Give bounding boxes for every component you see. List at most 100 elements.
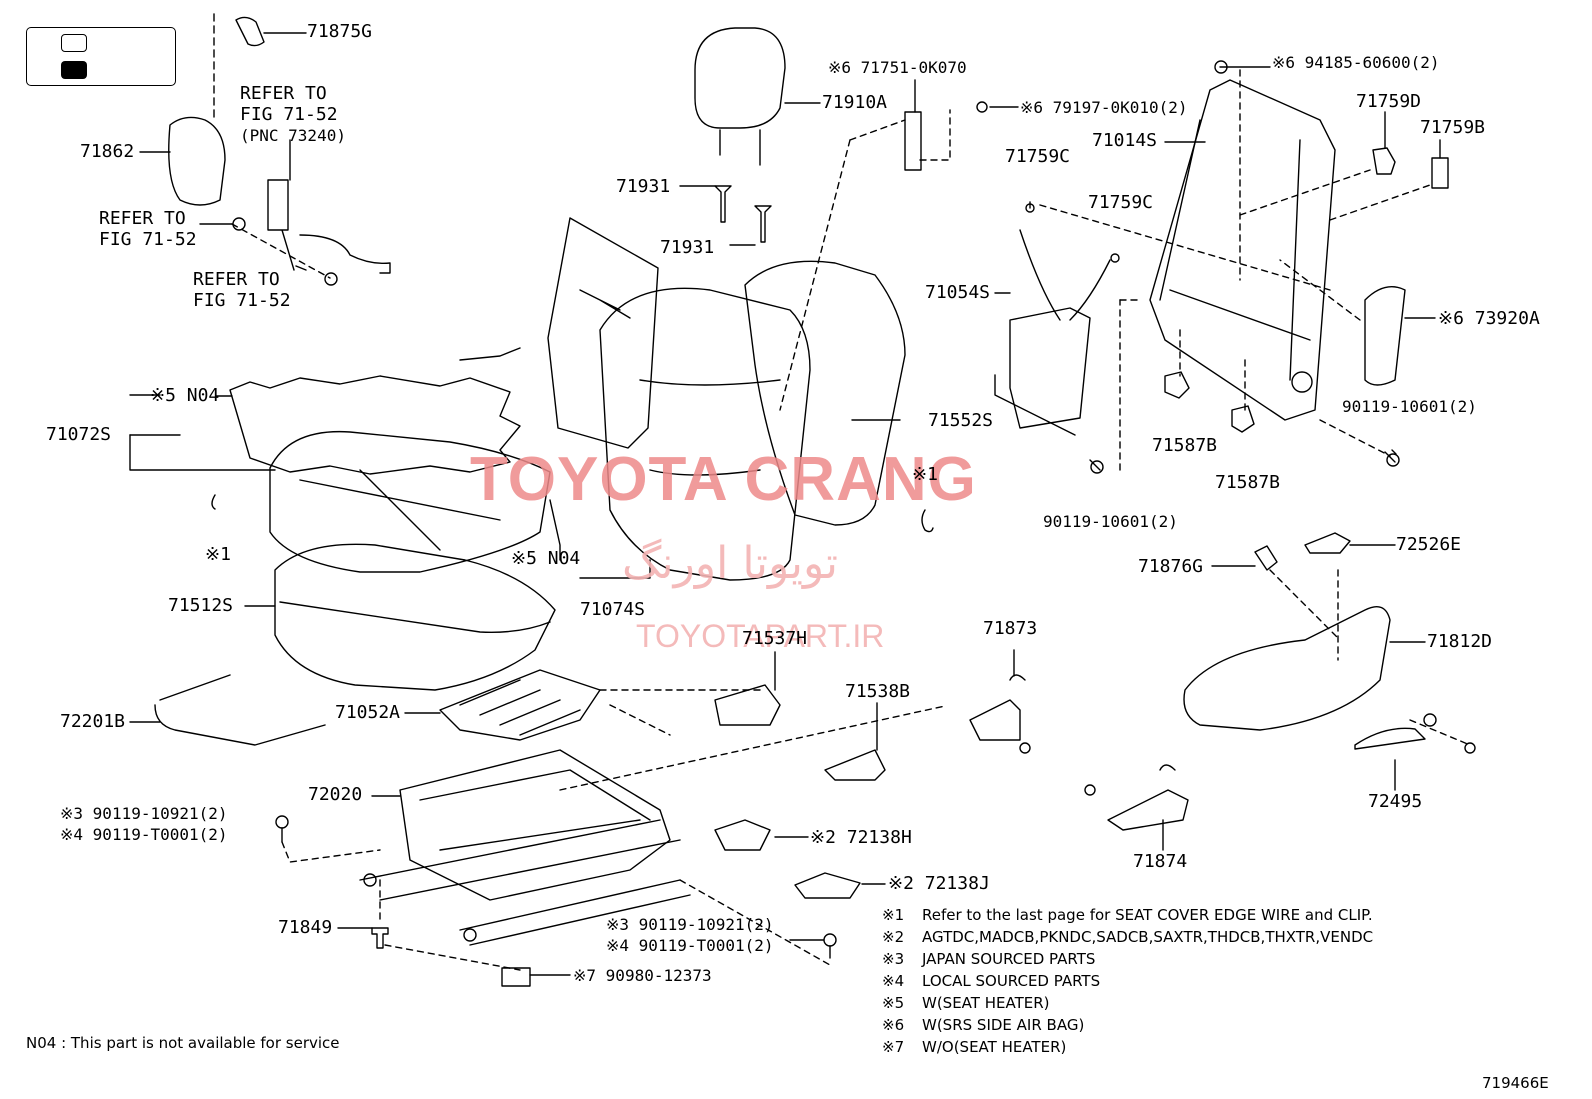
label-72495: 72495 bbox=[1368, 791, 1423, 812]
watermark-brand: TOYOTA CRANG bbox=[470, 445, 977, 514]
label-71931-2: 71931 bbox=[660, 237, 715, 258]
label-71759c-1: 71759C bbox=[1005, 146, 1071, 167]
label-90119-10601-right: 90119-10601(2) bbox=[1342, 397, 1477, 416]
legend-filled-icon bbox=[61, 61, 87, 79]
side-shield-icon bbox=[1183, 606, 1391, 731]
label-72020: 72020 bbox=[308, 784, 363, 805]
label-71052a: 71052A bbox=[335, 702, 401, 723]
label-72201b: 72201B bbox=[60, 711, 126, 732]
part-71587b-icon-2 bbox=[1231, 405, 1255, 433]
label-71587b-2: 71587B bbox=[1215, 472, 1281, 493]
note-3-text: JAPAN SOURCED PARTS bbox=[922, 950, 1096, 968]
label-71759c-2: 71759C bbox=[1088, 192, 1154, 213]
headrest-guide-icon-1 bbox=[714, 185, 732, 223]
part-71874-icon bbox=[1107, 789, 1189, 831]
label-79197-0k010: ※6 79197-0K010(2) bbox=[1020, 98, 1188, 117]
label-90119-10921-b: ※3 90119-10921(2) bbox=[606, 915, 774, 934]
label-refer-to-2: REFER TO bbox=[99, 208, 186, 229]
label-71587b-1: 71587B bbox=[1152, 435, 1218, 456]
label-71874: 71874 bbox=[1133, 851, 1188, 872]
legend-open-icon bbox=[61, 34, 87, 52]
watermark-persian: تویوتا اورنگ bbox=[622, 538, 838, 589]
label-90119-t0001-a: ※4 90119-T0001(2) bbox=[60, 825, 228, 844]
headrest-guide-icon-2 bbox=[754, 205, 772, 243]
seatback-board-icon bbox=[547, 217, 659, 449]
label-90119-10601-center: 90119-10601(2) bbox=[1043, 512, 1178, 531]
label-71537h: 71537H bbox=[742, 628, 808, 649]
note-7-key: ※7 bbox=[882, 1038, 905, 1056]
label-71849: 71849 bbox=[278, 917, 333, 938]
side-airbag-icon bbox=[1364, 286, 1406, 386]
label-71054s: 71054S bbox=[925, 282, 991, 303]
part-71537h-icon bbox=[714, 684, 781, 726]
label-pnc-73240: (PNC 73240) bbox=[240, 126, 346, 145]
note-5: ※5 W(SEAT HEATER) bbox=[882, 992, 1049, 1014]
part-71759b-icon bbox=[1431, 157, 1449, 189]
bolt-71849-icon bbox=[371, 927, 389, 949]
note-3: ※3 JAPAN SOURCED PARTS bbox=[882, 948, 1095, 970]
label-71538b: 71538B bbox=[845, 681, 911, 702]
label-72526e: 72526E bbox=[1396, 534, 1462, 555]
label-71074s: 71074S bbox=[580, 599, 646, 620]
label-71910a: 71910A bbox=[822, 92, 888, 113]
part-71587b-icon-1 bbox=[1164, 371, 1190, 399]
label-n04-top: ※5 N04 bbox=[150, 385, 220, 406]
note-1-text: Refer to the last page for SEAT COVER ED… bbox=[922, 906, 1373, 924]
label-73920a: ※6 73920A bbox=[1438, 308, 1540, 329]
label-72138j: ※2 72138J bbox=[888, 873, 990, 894]
label-fig-71-52-1: FIG 71-52 bbox=[240, 104, 338, 125]
note-6: ※6 W(SRS SIDE AIR BAG) bbox=[882, 1014, 1084, 1036]
seat-belt-buckle-icon bbox=[267, 179, 307, 271]
label-71014s: 71014S bbox=[1092, 130, 1158, 151]
note-1-key: ※1 bbox=[882, 906, 905, 924]
headrest-icon bbox=[694, 27, 786, 129]
part-72138h-icon bbox=[714, 819, 771, 851]
label-refer-to-3: REFER TO bbox=[193, 269, 280, 290]
label-71931-1: 71931 bbox=[616, 176, 671, 197]
seat-spring-icon bbox=[439, 669, 601, 741]
bolt-icon-2 bbox=[1089, 459, 1101, 471]
seat-heater-mat-icon bbox=[229, 375, 521, 475]
label-90119-10921-a: ※3 90119-10921(2) bbox=[60, 804, 228, 823]
note-6-text: W(SRS SIDE AIR BAG) bbox=[922, 1016, 1085, 1034]
label-refer-to-1: REFER TO bbox=[240, 83, 327, 104]
lumbar-support-icon bbox=[1009, 307, 1091, 429]
legend-box bbox=[26, 27, 176, 86]
part-72138j-icon bbox=[794, 872, 861, 899]
part-71538b-icon bbox=[824, 749, 886, 781]
note-6-key: ※6 bbox=[882, 1016, 905, 1034]
seat-frame-track-icon bbox=[399, 749, 671, 901]
part-72526e-icon bbox=[1304, 532, 1351, 554]
seatback-pad-icon bbox=[744, 260, 906, 526]
label-71875g: 71875G bbox=[307, 21, 373, 42]
note-2-text: AGTDC,MADCB,PKNDC,SADCB,SAXTR,THDCB,THXT… bbox=[922, 928, 1374, 946]
connector-90980-icon bbox=[501, 967, 531, 987]
note-2: ※2 AGTDC,MADCB,PKNDC,SADCB,SAXTR,THDCB,TH… bbox=[882, 926, 1373, 948]
label-fig-71-52-3: FIG 71-52 bbox=[193, 290, 291, 311]
part-71875g-icon bbox=[235, 16, 265, 47]
note-4-text: LOCAL SOURCED PARTS bbox=[922, 972, 1101, 990]
watermark-site: TOYOTAPART.IR bbox=[636, 618, 885, 654]
note-1: ※1 Refer to the last page for SEAT COVER … bbox=[882, 904, 1373, 926]
note-5-key: ※5 bbox=[882, 994, 905, 1012]
label-71751-0k070: ※6 71751-0K070 bbox=[828, 58, 967, 77]
label-71512s: 71512S bbox=[168, 595, 234, 616]
label-fig-71-52-2: FIG 71-52 bbox=[99, 229, 197, 250]
part-71876g-icon bbox=[1254, 545, 1278, 571]
label-star1-left: ※1 bbox=[205, 544, 231, 565]
note-3-key: ※3 bbox=[882, 950, 905, 968]
seat-cushion-cover-icon bbox=[269, 430, 551, 573]
note-5-text: W(SEAT HEATER) bbox=[922, 994, 1050, 1012]
label-71072s: 71072S bbox=[46, 424, 112, 445]
label-71862: 71862 bbox=[80, 141, 135, 162]
label-71759d: 71759D bbox=[1356, 91, 1422, 112]
part-71759d-icon bbox=[1372, 147, 1396, 175]
seat-cushion-pad-icon bbox=[274, 543, 556, 691]
label-90980-12373: ※7 90980-12373 bbox=[573, 966, 712, 985]
label-71552s: 71552S bbox=[928, 410, 994, 431]
note-2-key: ※2 bbox=[882, 928, 905, 946]
label-71873: 71873 bbox=[983, 618, 1038, 639]
